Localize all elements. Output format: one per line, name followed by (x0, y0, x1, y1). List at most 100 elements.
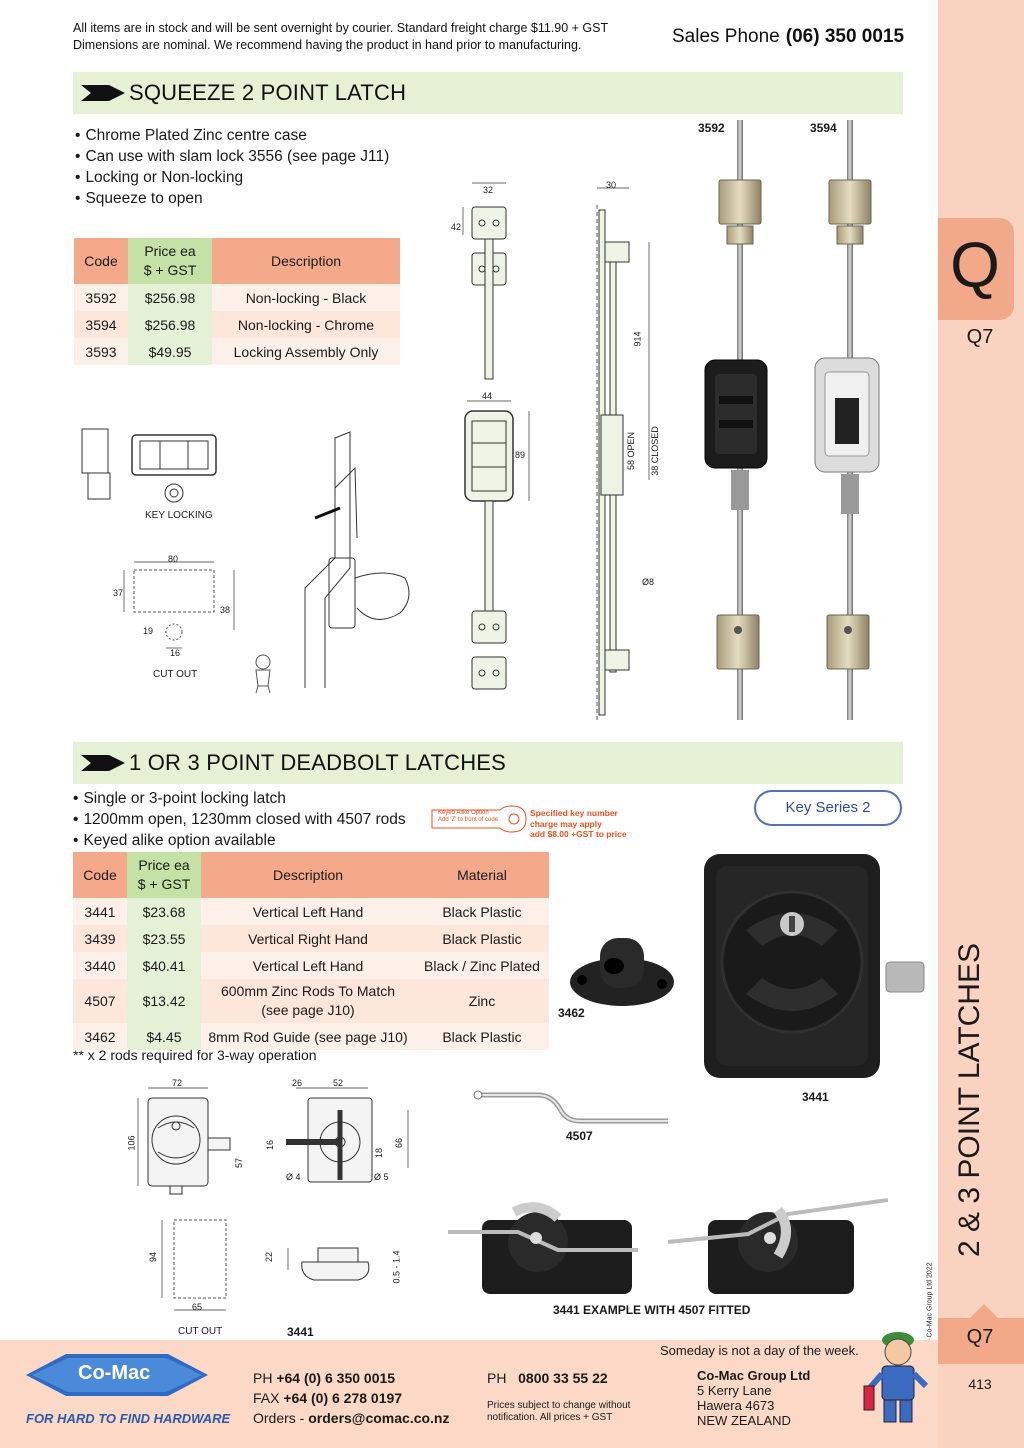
feature-item: Locking or Non-locking (75, 167, 389, 188)
cell-code: 3440 (73, 952, 127, 979)
key-locking-label: KEY LOCKING (145, 510, 213, 521)
dim-label: 30 (606, 180, 617, 190)
cell-code: 3462 (73, 1023, 127, 1050)
cell-code: 3441 (73, 898, 127, 925)
sales-number[interactable]: (06) 350 0015 (785, 26, 905, 47)
slogan: Someday is not a day of the week. (660, 1343, 859, 1358)
dim-label: Ø 4 (286, 1172, 301, 1182)
feature-item: Chrome Plated Zinc centre case (75, 125, 389, 146)
dim-label: Ø 5 (374, 1172, 389, 1182)
col-code: Code (73, 852, 127, 898)
arrow-icon (81, 755, 125, 771)
dim-label: 42 (451, 222, 462, 232)
cell-desc: Locking Assembly Only (212, 338, 400, 365)
cell-desc: Vertical Left Hand (201, 898, 415, 925)
cell-code: 3592 (74, 284, 128, 311)
cell-price: $23.55 (127, 925, 201, 952)
rod-guide-photo (570, 938, 674, 1006)
table-row: 3439 $23.55 Vertical Right Hand Black Pl… (73, 925, 549, 952)
address-block: Co-Mac Group Ltd 5 Kerry Lane Hawera 467… (697, 1368, 811, 1428)
photo-label: 4507 (566, 1129, 593, 1143)
phone-link[interactable]: +64 (0) 6 350 0015 (276, 1370, 396, 1386)
keyed-alike-note: Specified key number charge may apply ad… (530, 808, 627, 839)
cell-price: $256.98 (128, 311, 212, 338)
latch-front-drawing (462, 182, 530, 690)
dim-label: 57 (234, 1157, 245, 1169)
dim-label: 106 (126, 1135, 137, 1151)
logo-text: Co-Mac (78, 1362, 151, 1384)
dim-label: 38 CLOSED (649, 426, 660, 476)
stock-notice: All items are in stock and will be sent … (73, 20, 608, 54)
col-description: Description (201, 852, 415, 898)
dim-label: 89 (515, 450, 526, 460)
dim-label: 16 (265, 1139, 276, 1151)
section-title: SQUEEZE 2 POINT LATCH (129, 80, 407, 105)
cell-price: $13.42 (127, 979, 201, 1023)
dim-label: 32 (483, 185, 494, 195)
arrow-icon (81, 85, 125, 101)
dim-label: 72 (172, 1078, 183, 1088)
dim-label: 37 (113, 588, 124, 598)
cell-desc: Vertical Right Hand (201, 925, 415, 952)
bottom-section-code: Q7 (966, 1326, 994, 1348)
notice-line-1: All items are in stock and will be sent … (73, 21, 609, 35)
dim-label: 94 (148, 1251, 159, 1263)
feature-item: 1200mm open, 1230mm closed with 4507 rod… (73, 809, 405, 830)
section-banner-squeeze: SQUEEZE 2 POINT LATCH (73, 72, 903, 114)
cell-price: $4.45 (127, 1023, 201, 1050)
page-number: 413 (968, 1376, 992, 1392)
freephone-link[interactable]: 0800 33 55 22 (518, 1370, 608, 1386)
table-row: 3441 $23.68 Vertical Left Hand Black Pla… (73, 898, 549, 925)
cell-desc: 8mm Rod Guide (see page J10) (201, 1023, 415, 1050)
key-tag-text: Keyed Alike Option Add 'Z' to front of c… (438, 810, 498, 823)
notice-line-2: Dimensions are nominal. We recommend hav… (73, 38, 582, 52)
cutout-label: CUT OUT (178, 1326, 223, 1337)
dim-label: 914 (632, 331, 643, 347)
cell-price: $49.95 (128, 338, 212, 365)
deadbolt-latch-photo (704, 854, 925, 1078)
cell-code: 3594 (74, 311, 128, 338)
dim-label: 80 (168, 554, 179, 564)
key-locking-drawing (81, 428, 217, 503)
mascot-icon (863, 1332, 929, 1423)
hand-operation-drawing (304, 431, 410, 688)
tagline: FOR HARD TO FIND HARDWARE (26, 1411, 231, 1426)
key-tag-icon (431, 805, 527, 833)
rod-photo (473, 1090, 668, 1124)
comac-logo[interactable] (26, 1344, 208, 1406)
dim-label: Ø8 (642, 577, 655, 587)
cell-code: 4507 (73, 979, 127, 1023)
key-series-badge[interactable]: Key Series 2 (754, 790, 902, 826)
cell-desc: Vertical Left Hand (201, 952, 415, 979)
bottom-section-tab (938, 1318, 1024, 1364)
email-link[interactable]: orders@comac.co.nz (308, 1410, 450, 1426)
section-banner-deadbolt: 1 OR 3 POINT DEADBOLT LATCHES (73, 742, 903, 784)
section-tab[interactable] (938, 218, 1014, 320)
cell-price: $40.41 (127, 952, 201, 979)
feature-item: Can use with slam lock 3556 (see page J1… (75, 146, 389, 167)
table-footnote: ** x 2 rods required for 3-way operation (73, 1047, 317, 1063)
mascot-small-icon (255, 654, 271, 694)
price-table-squeeze: Code Price ea$ + GST Description 3592 $2… (74, 238, 400, 365)
cell-material: Black Plastic (415, 898, 549, 925)
section-letter: Q (950, 229, 1000, 301)
product-photo-3592-3594 (704, 120, 880, 720)
drawing-label: 3441 (287, 1325, 314, 1339)
cell-desc: Non-locking - Black (212, 284, 400, 311)
cell-desc: 600mm Zinc Rods To Match(see page J10) (201, 979, 415, 1023)
table-row: 4507 $13.42 600mm Zinc Rods To Match(see… (73, 979, 549, 1023)
col-material: Material (415, 852, 549, 898)
feature-item: Single or 3-point locking latch (73, 788, 406, 809)
feature-list: Single or 3-point locking latch 1200mm o… (73, 788, 406, 851)
cell-price: $256.98 (128, 284, 212, 311)
sales-label: Sales Phone (672, 26, 780, 47)
col-description: Description (212, 238, 400, 284)
feature-item: Keyed alike option available (73, 830, 406, 851)
col-code: Code (74, 238, 128, 284)
dim-label: 52 (333, 1078, 344, 1088)
dim-label: 66 (394, 1137, 405, 1149)
photo-label: 3462 (558, 1006, 585, 1020)
table-row: 3462 $4.45 8mm Rod Guide (see page J10) … (73, 1023, 549, 1050)
dim-label: 22 (264, 1251, 275, 1263)
deadbolt-dimension-drawings (137, 1087, 409, 1311)
